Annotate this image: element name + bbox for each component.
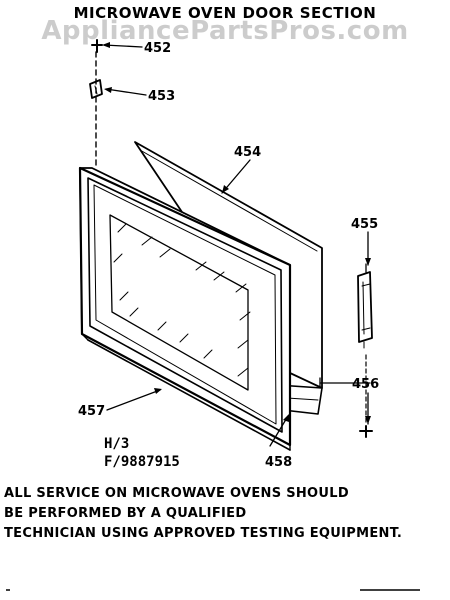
door-window xyxy=(109,214,251,391)
watermark-logo: AppliancePartsPros.com xyxy=(41,16,409,46)
door-frame-part-457 xyxy=(78,166,292,451)
notice-line: TECHNICIAN USING APPROVED TESTING EQUIPM… xyxy=(4,526,403,541)
screw-part-456 xyxy=(359,354,373,438)
label-part-456: 456 xyxy=(352,377,379,392)
label-part-457: 457 xyxy=(78,404,105,419)
label-part-453: 453 xyxy=(148,89,175,104)
label-part-455: 455 xyxy=(351,217,378,232)
screw-part-452 xyxy=(91,39,103,53)
notice-line: ALL SERVICE ON MICROWAVE OVENS SHOULD xyxy=(4,486,349,501)
service-notice: ALL SERVICE ON MICROWAVE OVENS SHOULD BE… xyxy=(4,484,450,544)
revision-code: H/3 xyxy=(104,436,130,452)
diagram-title: MICROWAVE OVEN DOOR SECTION xyxy=(73,4,377,22)
figure-number: F/9887915 xyxy=(104,454,180,470)
label-part-452: 452 xyxy=(144,41,171,56)
label-part-454: 454 xyxy=(234,145,261,160)
hinge-bracket-part-455 xyxy=(357,263,373,349)
notice-line: BE PERFORMED BY A QUALIFIED xyxy=(4,506,247,521)
leader-arrowheads xyxy=(102,42,371,424)
label-part-458: 458 xyxy=(265,455,292,470)
